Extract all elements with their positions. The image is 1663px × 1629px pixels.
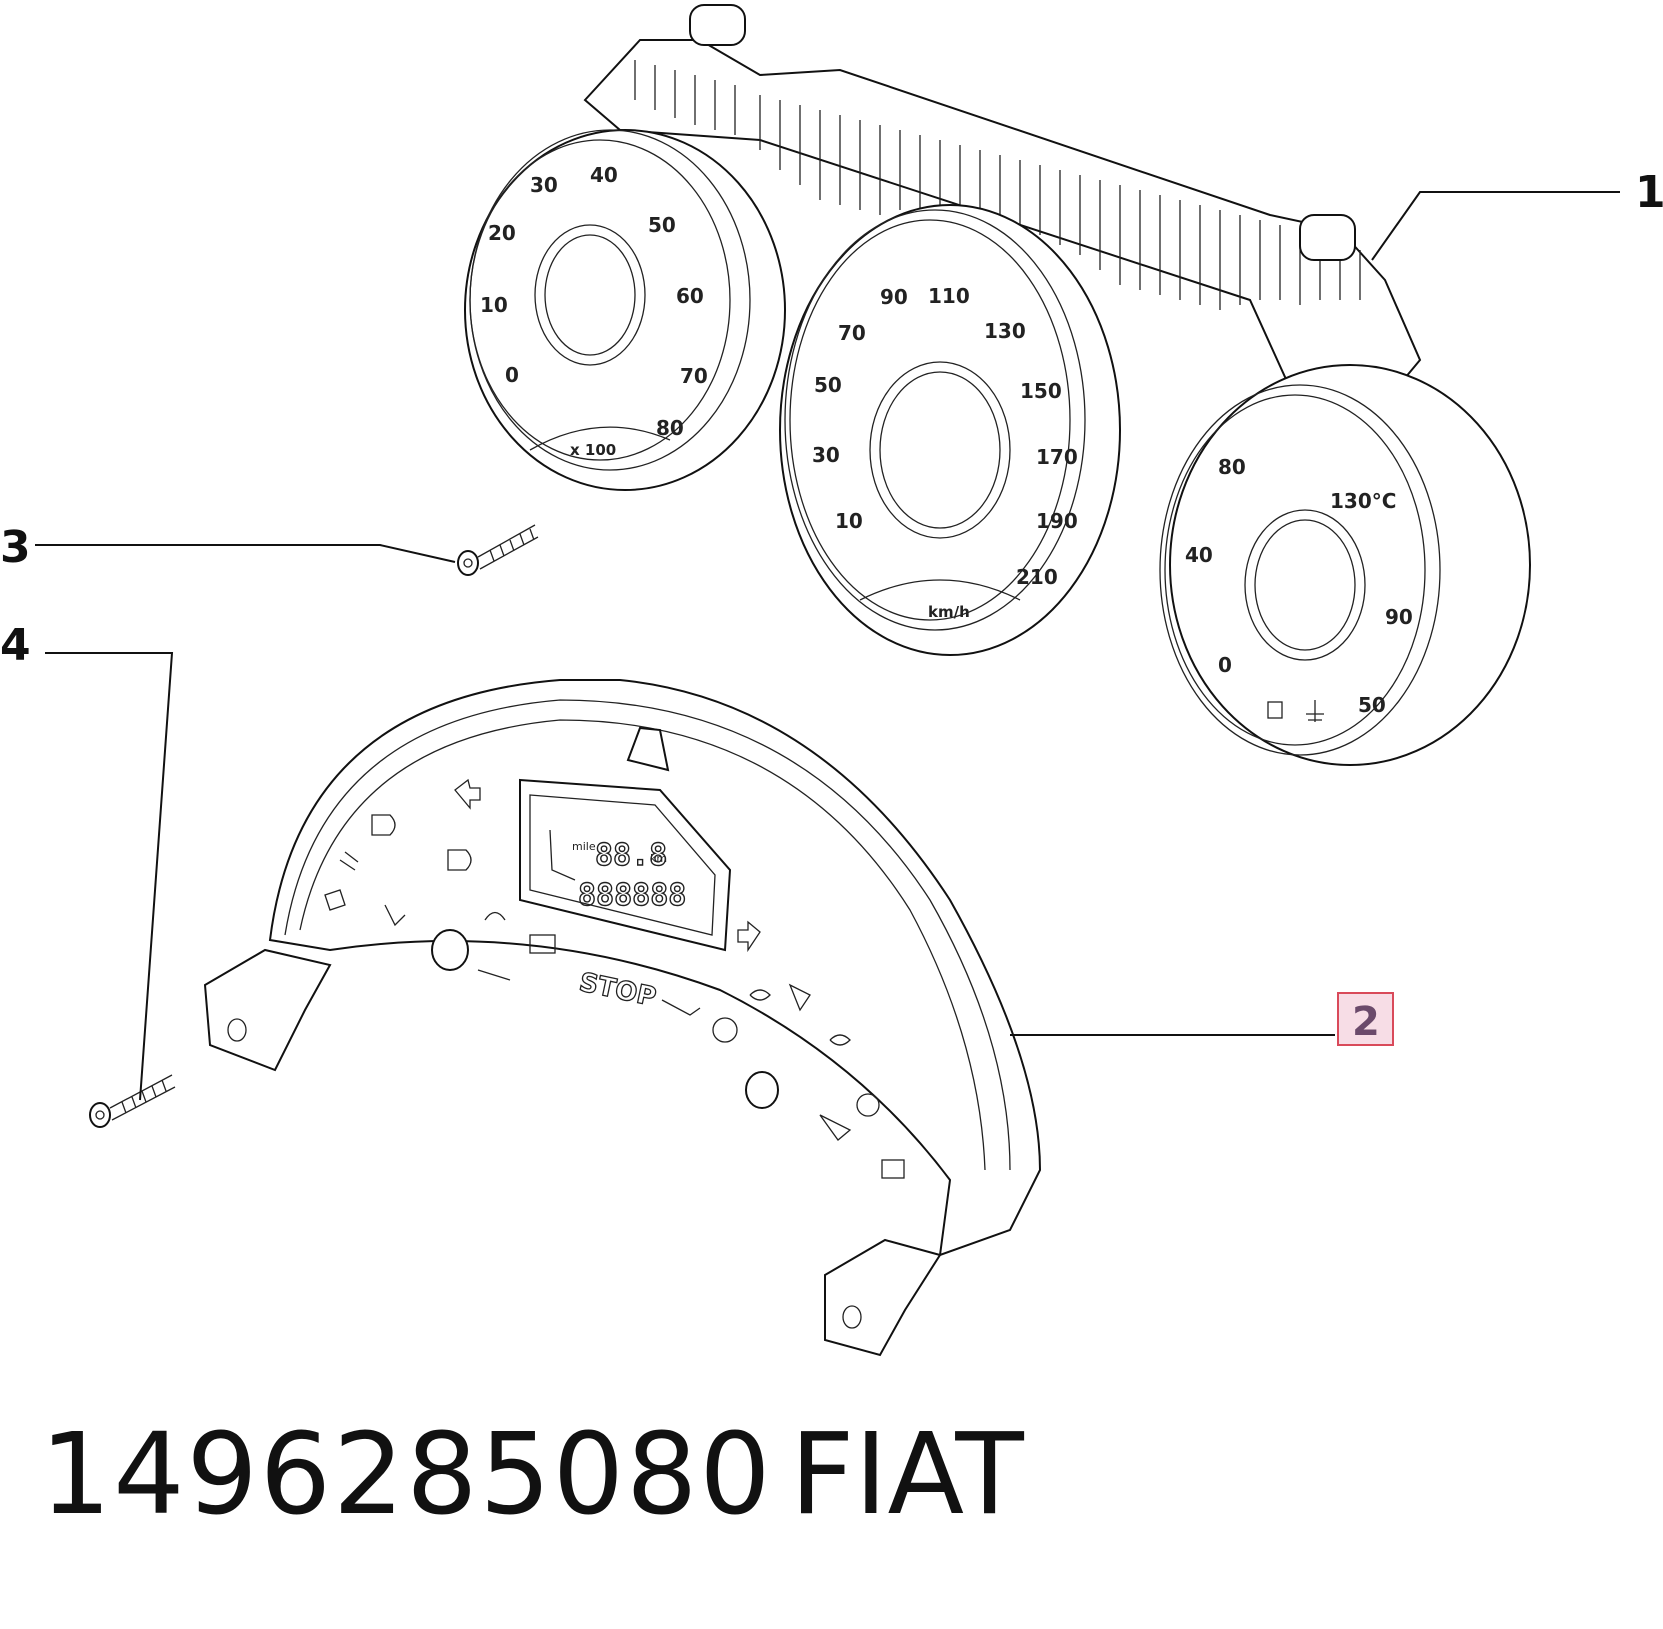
lcd-digits-bottom: 888888 xyxy=(578,878,686,913)
callout-2-highlight-box xyxy=(1337,992,1394,1046)
airbag-icon xyxy=(324,889,346,911)
speed-tick-70: 70 xyxy=(838,321,866,345)
coolant-temp-icon xyxy=(1306,700,1324,722)
mounting-post-right xyxy=(1299,214,1356,261)
tach-tick-60: 60 xyxy=(676,284,704,308)
fog-light-front-icon xyxy=(749,989,771,1001)
callout-3: 3 xyxy=(0,522,456,573)
fog-light-rear-icon xyxy=(829,1034,851,1046)
callout-1-label: 1 xyxy=(1635,167,1663,218)
speed-tick-110: 110 xyxy=(928,284,970,308)
tach-tick-40: 40 xyxy=(590,163,618,187)
engine-check-icon xyxy=(881,1159,905,1179)
speed-tick-30: 30 xyxy=(812,443,840,467)
high-beam-icon xyxy=(447,849,472,871)
tachometer: 0 10 20 30 40 50 60 70 80 x 100 xyxy=(464,129,786,491)
speed-tick-170: 170 xyxy=(1036,445,1078,469)
lcd-unit-mile: mile xyxy=(572,840,596,853)
fuel-level-icon xyxy=(549,829,576,881)
callout-3-label: 3 xyxy=(0,522,31,573)
tach-tick-80: 80 xyxy=(656,416,684,440)
callout-4: 4 xyxy=(0,620,174,1101)
cooling-fins xyxy=(634,60,1361,310)
tach-tick-50: 50 xyxy=(648,213,676,237)
tach-tick-20: 20 xyxy=(488,221,516,245)
tach-tick-10: 10 xyxy=(480,293,508,317)
tach-unit-label: x 100 xyxy=(570,441,616,459)
turn-right-arrow-icon xyxy=(737,920,761,953)
door-ajar-arrow-icon xyxy=(819,1114,852,1141)
brand-label: FIAT xyxy=(790,1410,1024,1540)
part-number-label: 1496285080 xyxy=(40,1410,773,1540)
fuel-tick-40: 40 xyxy=(1185,543,1213,567)
speed-tick-10: 10 xyxy=(835,509,863,533)
fuel-tick-50: 50 xyxy=(1358,693,1386,717)
screw-part-4 xyxy=(89,1074,176,1128)
temp-fuel-gauge: 80 130°C 90 40 0 50 xyxy=(1159,364,1531,766)
speed-tick-190: 190 xyxy=(1036,509,1078,533)
speed-unit-label: km/h xyxy=(928,603,970,621)
trip-reset-button[interactable] xyxy=(431,929,469,971)
stop-warning-label: STOP xyxy=(577,968,659,1013)
speed-tick-130: 130 xyxy=(984,319,1026,343)
speed-tick-50: 50 xyxy=(814,373,842,397)
mounting-tab-left xyxy=(203,948,332,1072)
gauge-cluster-part-1: 0 10 20 30 40 50 60 70 80 x 100 10 30 50… xyxy=(464,4,1531,766)
brake-warning-icon xyxy=(712,1017,738,1043)
seatbelt-icon xyxy=(384,904,406,927)
hazard-icon xyxy=(788,983,811,1012)
speed-tick-210: 210 xyxy=(1016,565,1058,589)
speedometer: 10 30 50 70 90 110 130 150 170 190 210 k… xyxy=(779,204,1121,656)
callout-1: 1 xyxy=(1371,167,1663,261)
screw-part-3 xyxy=(457,524,539,576)
mounting-post-left xyxy=(689,4,746,46)
callout-2: 2 xyxy=(1010,992,1394,1046)
temp-tick-130c: 130°C xyxy=(1330,489,1396,513)
speed-tick-150: 150 xyxy=(1020,379,1062,403)
abs-warning-icon xyxy=(856,1093,880,1117)
parking-light-icon xyxy=(477,969,511,981)
retaining-clip xyxy=(626,726,670,772)
oil-pressure-icon xyxy=(661,999,701,1016)
turn-left-arrow-icon xyxy=(454,778,481,810)
display-adjust-button[interactable] xyxy=(745,1071,779,1109)
lcd-unit-km: km xyxy=(650,852,667,865)
lcd-display: mile km 88.8 888888 xyxy=(519,778,732,952)
callout-2-label: 2 xyxy=(1352,999,1380,1045)
speed-tick-90: 90 xyxy=(880,285,908,309)
temp-tick-80: 80 xyxy=(1218,455,1246,479)
headlight-icon xyxy=(371,814,396,836)
tach-tick-0: 0 xyxy=(505,363,519,387)
fuel-tick-0: 0 xyxy=(1218,653,1232,677)
glow-plug-icon xyxy=(484,911,506,921)
tach-tick-30: 30 xyxy=(530,173,558,197)
battery-icon xyxy=(529,934,556,954)
fuel-pump-icon xyxy=(1267,701,1283,719)
lcd-digits-top: 88.8 xyxy=(595,838,667,873)
warning-panel-part-2: mile km 88.8 888888 STOP xyxy=(203,679,1042,1357)
temp-tick-90: 90 xyxy=(1385,605,1413,629)
callout-4-label: 4 xyxy=(0,620,31,671)
tach-tick-70: 70 xyxy=(680,364,708,388)
mounting-tab-right xyxy=(824,1238,942,1357)
wiper-icon xyxy=(339,851,359,871)
